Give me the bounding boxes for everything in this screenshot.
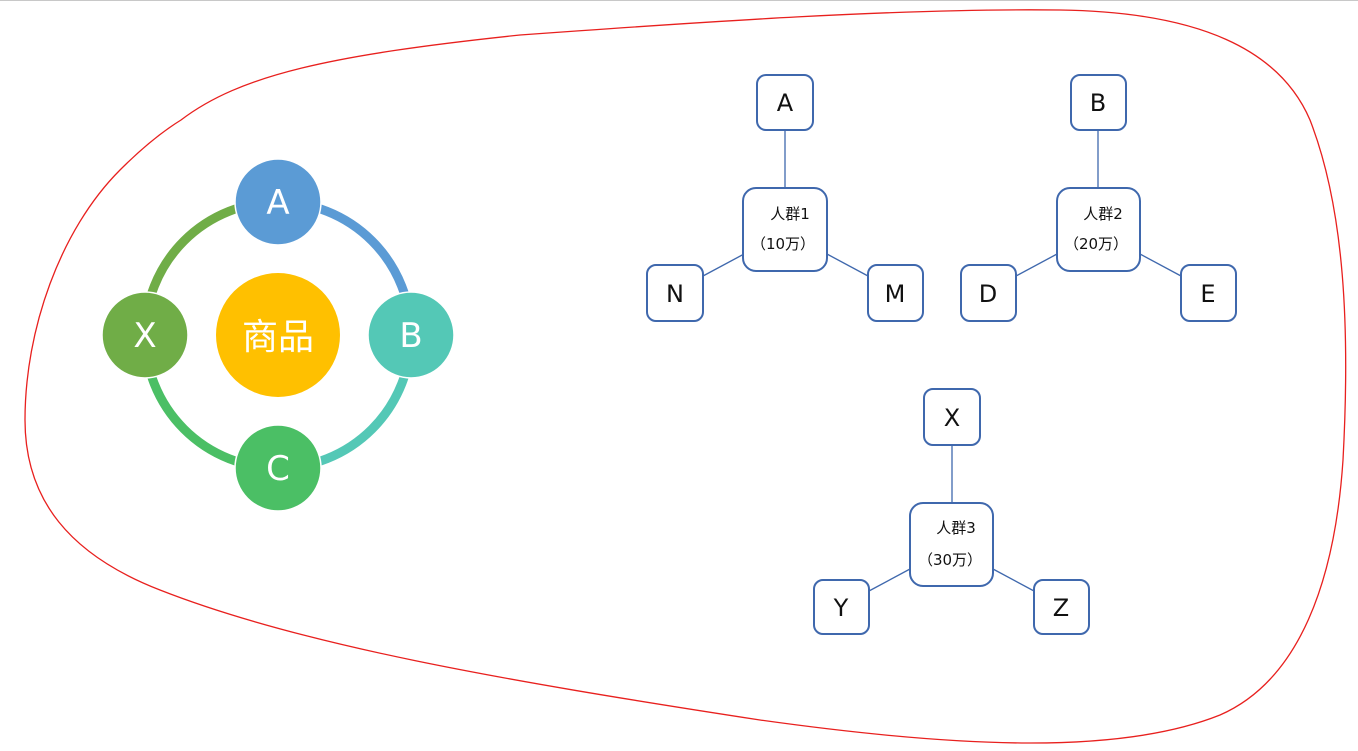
node-box (1070, 74, 1127, 131)
group-2-center-node[interactable]: 人群2 （20万） (1056, 187, 1141, 272)
group-1-top-node[interactable]: A (756, 74, 814, 131)
node-label: X (133, 316, 156, 356)
node-label: B (1090, 89, 1106, 117)
cycle-node-b[interactable]: B (367, 291, 455, 379)
link-left (702, 253, 745, 277)
group-1-center-node[interactable]: 人群1 （10万） (742, 187, 828, 272)
group-box (742, 187, 828, 272)
top-border (0, 0, 1358, 1)
group-name: 人群1 (770, 205, 810, 223)
node-circle (234, 424, 322, 512)
node-label: Y (833, 594, 849, 622)
node-label: Z (1053, 594, 1069, 622)
group-box (909, 502, 994, 587)
group-size: （10万） (751, 235, 815, 253)
node-label: A (777, 89, 794, 117)
group-size: （30万） (918, 551, 982, 569)
group-3-left-node[interactable]: Y (813, 579, 870, 635)
node-box (813, 579, 870, 635)
node-box (1180, 264, 1237, 322)
group-name: 人群2 (1083, 205, 1123, 223)
group-1-diagram: A 人群1 （10万） N M (646, 74, 924, 322)
group-3-center-node[interactable]: 人群3 （30万） (909, 502, 994, 587)
link-right (826, 253, 869, 277)
node-label: D (979, 280, 997, 308)
link-left (868, 568, 911, 592)
link-right (1139, 253, 1182, 277)
node-box (646, 264, 704, 322)
link-left (1015, 253, 1058, 277)
group-2-top-node[interactable]: B (1070, 74, 1127, 131)
node-label: M (885, 280, 906, 308)
node-circle (367, 291, 455, 379)
node-box (960, 264, 1017, 322)
node-box (1033, 579, 1090, 635)
node-label: E (1200, 280, 1215, 308)
node-label: X (944, 404, 960, 432)
node-label: A (266, 183, 289, 223)
group-box (1056, 187, 1141, 272)
link-right (992, 568, 1035, 592)
cycle-node-c[interactable]: C (234, 424, 322, 512)
group-2-left-node[interactable]: D (960, 264, 1017, 322)
product-cycle-diagram: 商品 A B C X (101, 158, 455, 512)
center-circle (216, 273, 340, 397)
group-size: （20万） (1064, 235, 1128, 253)
group-3-diagram: X 人群3 （30万） Y Z (813, 388, 1090, 635)
group-3-top-node[interactable]: X (923, 388, 981, 446)
node-box (923, 388, 981, 446)
node-label: B (399, 316, 422, 356)
node-box (756, 74, 814, 131)
group-2-diagram: B 人群2 （20万） D E (960, 74, 1237, 322)
node-label: C (266, 449, 290, 489)
center-node[interactable]: 商品 (216, 273, 340, 397)
node-box (867, 264, 924, 322)
node-circle (101, 291, 189, 379)
group-3-right-node[interactable]: Z (1033, 579, 1090, 635)
node-circle (234, 158, 322, 246)
cycle-node-a[interactable]: A (234, 158, 322, 246)
group-2-right-node[interactable]: E (1180, 264, 1237, 322)
group-1-right-node[interactable]: M (867, 264, 924, 322)
node-label: N (666, 280, 684, 308)
cycle-node-x[interactable]: X (101, 291, 189, 379)
group-1-left-node[interactable]: N (646, 264, 704, 322)
red-outline-shape (24, 9, 1347, 744)
group-name: 人群3 (936, 519, 976, 537)
center-label: 商品 (242, 317, 314, 358)
